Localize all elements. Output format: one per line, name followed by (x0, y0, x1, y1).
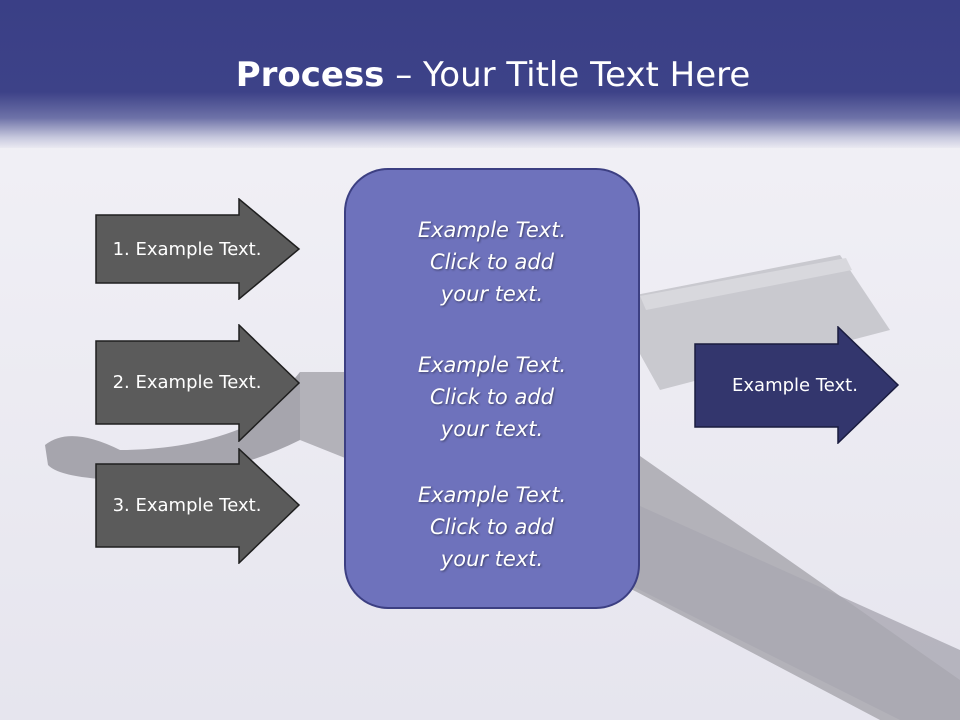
center-paragraph-3: Example Text. Click to add your text. (417, 483, 567, 571)
arrow-shape-icon (95, 197, 301, 301)
title-bold: Process (235, 55, 385, 95)
center-paragraph-2: Example Text. Click to add your text. (417, 353, 567, 441)
left-arrow-1: 1. Example Text. (95, 197, 301, 301)
left-arrow-2-label: 2. Example Text. (112, 372, 262, 393)
arrow-shape-icon (694, 325, 900, 445)
title-rest: – Your Title Text Here (384, 55, 751, 95)
left-arrow-2: 2. Example Text. (95, 323, 301, 443)
title-bar (0, 0, 960, 148)
left-arrow-3-label: 3. Example Text. (112, 495, 262, 516)
left-arrow-3: 3. Example Text. (95, 447, 301, 565)
arrow-shape-icon (95, 323, 301, 443)
right-arrow: Example Text. (694, 325, 900, 445)
center-paragraph-1: Example Text. Click to add your text. (417, 218, 567, 306)
right-arrow-label: Example Text. (732, 375, 858, 396)
slide-title: Process – Your Title Text Here (0, 52, 960, 98)
center-text-box: Example Text. Click to add your text. Ex… (344, 168, 640, 609)
arrow-shape-icon (95, 447, 301, 565)
left-arrow-1-label: 1. Example Text. (112, 238, 262, 260)
